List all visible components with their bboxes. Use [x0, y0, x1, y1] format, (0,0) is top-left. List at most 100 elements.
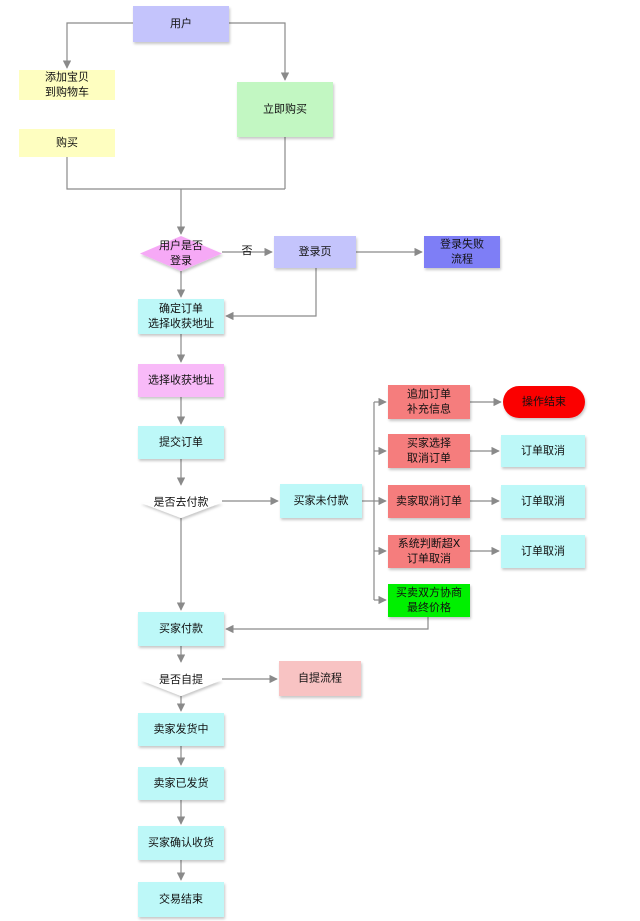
node-user: 用户 — [133, 6, 229, 42]
node-login-failed-label: 流程 — [451, 252, 473, 266]
edge-buy-merge — [66, 157, 285, 190]
node-seller-shipped-shape — [138, 767, 224, 800]
node-is-logged-in-shape — [140, 236, 222, 271]
node-seller-shipped-label: 卖家已发货 — [154, 776, 209, 790]
node-order-cancel-2-shape — [501, 485, 585, 518]
edge-user-to-add-cart — [62, 22, 133, 69]
node-self-pickup-flow-label: 自提流程 — [298, 671, 342, 685]
node-seller-cancel: 卖家取消订单 — [388, 485, 470, 518]
node-seller-cancel-label: 卖家取消订单 — [396, 494, 462, 508]
node-order-cancel-2-label: 订单取消 — [521, 494, 565, 508]
edge-negotiate-to-paid — [225, 617, 429, 634]
edge-login-page-to-confirm — [225, 268, 317, 321]
node-buy-now: 立即购买 — [237, 82, 333, 137]
node-buy-now-shape — [237, 82, 333, 137]
nodes: 用户添加宝贝到购物车购买立即购买用户是否登录登录页登录失败流程确定订单选择收获地… — [19, 6, 585, 917]
node-select-address-shape — [138, 364, 224, 397]
node-seller-shipped: 卖家已发货 — [138, 767, 224, 800]
node-self-pickup-label: 是否自提 — [159, 673, 203, 686]
edges — [62, 22, 502, 881]
node-append-order-label: 补充信息 — [407, 402, 451, 416]
node-negotiate-price-label: 买卖双方协商 — [396, 585, 462, 599]
node-buy-label: 购买 — [56, 135, 78, 149]
node-system-timeout-label: 系统判断超X — [398, 536, 461, 550]
node-add-cart-label: 到购物车 — [45, 85, 89, 99]
node-seller-shipping: 卖家发货中 — [138, 713, 224, 746]
node-buy-now-label: 立即购买 — [263, 102, 307, 116]
node-buy: 购买 — [19, 129, 115, 157]
node-submit-order-label: 提交订单 — [159, 435, 203, 449]
node-order-cancel-1: 订单取消 — [501, 435, 585, 467]
node-trade-end-shape — [138, 882, 224, 917]
edge-user-to-buy-now — [229, 22, 290, 81]
node-buyer-unpaid-shape — [280, 484, 362, 518]
node-login-failed-shape — [424, 236, 500, 268]
node-buyer-unpaid: 买家未付款 — [280, 484, 362, 518]
node-order-cancel-1-label: 订单取消 — [521, 443, 565, 457]
node-buyer-paid-shape — [138, 612, 224, 646]
node-buyer-cancel-label: 取消订单 — [407, 451, 451, 465]
node-order-cancel-3-label: 订单取消 — [521, 544, 565, 558]
node-confirm-order-label: 选择收获地址 — [148, 316, 214, 330]
node-confirm-order-label: 确定订单 — [159, 301, 203, 315]
node-login-page-label: 登录页 — [299, 244, 332, 258]
node-buyer-unpaid-label: 买家未付款 — [294, 493, 349, 507]
node-order-cancel-3: 订单取消 — [501, 535, 585, 568]
node-buyer-cancel-label: 买家选择 — [407, 436, 451, 450]
node-trade-end: 交易结束 — [138, 882, 224, 917]
node-user-label: 用户 — [170, 16, 192, 30]
node-select-address: 选择收获地址 — [138, 364, 224, 397]
node-operation-end: 操作结束 — [503, 386, 585, 418]
node-order-cancel-1-shape — [501, 435, 585, 467]
node-confirm-order-shape — [138, 299, 224, 334]
node-user-shape — [133, 6, 229, 42]
node-seller-shipping-shape — [138, 713, 224, 746]
node-seller-cancel-shape — [388, 485, 470, 518]
node-self-pickup: 是否自提 — [140, 673, 222, 696]
edge-label-no: 否 — [242, 244, 253, 257]
node-append-order-shape — [388, 385, 470, 419]
node-buyer-cancel-shape — [388, 434, 470, 468]
node-seller-shipping-label: 卖家发货中 — [154, 722, 209, 736]
node-buyer-confirm: 买家确认收货 — [138, 826, 224, 860]
node-order-cancel-2: 订单取消 — [501, 485, 585, 518]
node-submit-order-shape — [138, 426, 224, 459]
node-buyer-paid-label: 买家付款 — [159, 621, 203, 635]
node-trade-end-label: 交易结束 — [159, 892, 203, 906]
node-pay-decision: 是否去付款 — [140, 495, 222, 518]
node-buyer-paid: 买家付款 — [138, 612, 224, 646]
node-login-page-shape — [274, 236, 356, 268]
node-pay-decision-label: 是否去付款 — [154, 495, 209, 509]
node-operation-end-label: 操作结束 — [522, 394, 566, 408]
node-operation-end-shape — [503, 386, 585, 418]
node-system-timeout-label: 订单取消 — [407, 551, 451, 565]
node-self-pickup-shape — [140, 680, 222, 696]
node-add-cart-shape — [19, 70, 115, 100]
node-is-logged-in-label: 用户是否 — [159, 238, 203, 252]
node-self-pickup-flow-shape — [279, 661, 361, 696]
node-system-timeout-shape — [388, 535, 470, 568]
node-negotiate-price-label: 最终价格 — [407, 600, 451, 614]
node-negotiate-price-shape — [388, 584, 470, 617]
node-append-order-label: 追加订单 — [407, 387, 451, 401]
node-buyer-confirm-label: 买家确认收货 — [148, 835, 214, 849]
node-order-cancel-3-shape — [501, 535, 585, 568]
node-buy-shape — [19, 129, 115, 157]
node-self-pickup-flow: 自提流程 — [279, 661, 361, 696]
node-add-cart-label: 添加宝贝 — [45, 70, 89, 84]
node-is-logged-in-label: 登录 — [170, 253, 192, 267]
node-login-failed-label: 登录失败 — [440, 237, 484, 251]
node-login-page: 登录页 — [274, 236, 356, 268]
node-submit-order: 提交订单 — [138, 426, 224, 459]
node-buyer-confirm-shape — [138, 826, 224, 860]
node-pay-decision-shape — [140, 502, 222, 518]
